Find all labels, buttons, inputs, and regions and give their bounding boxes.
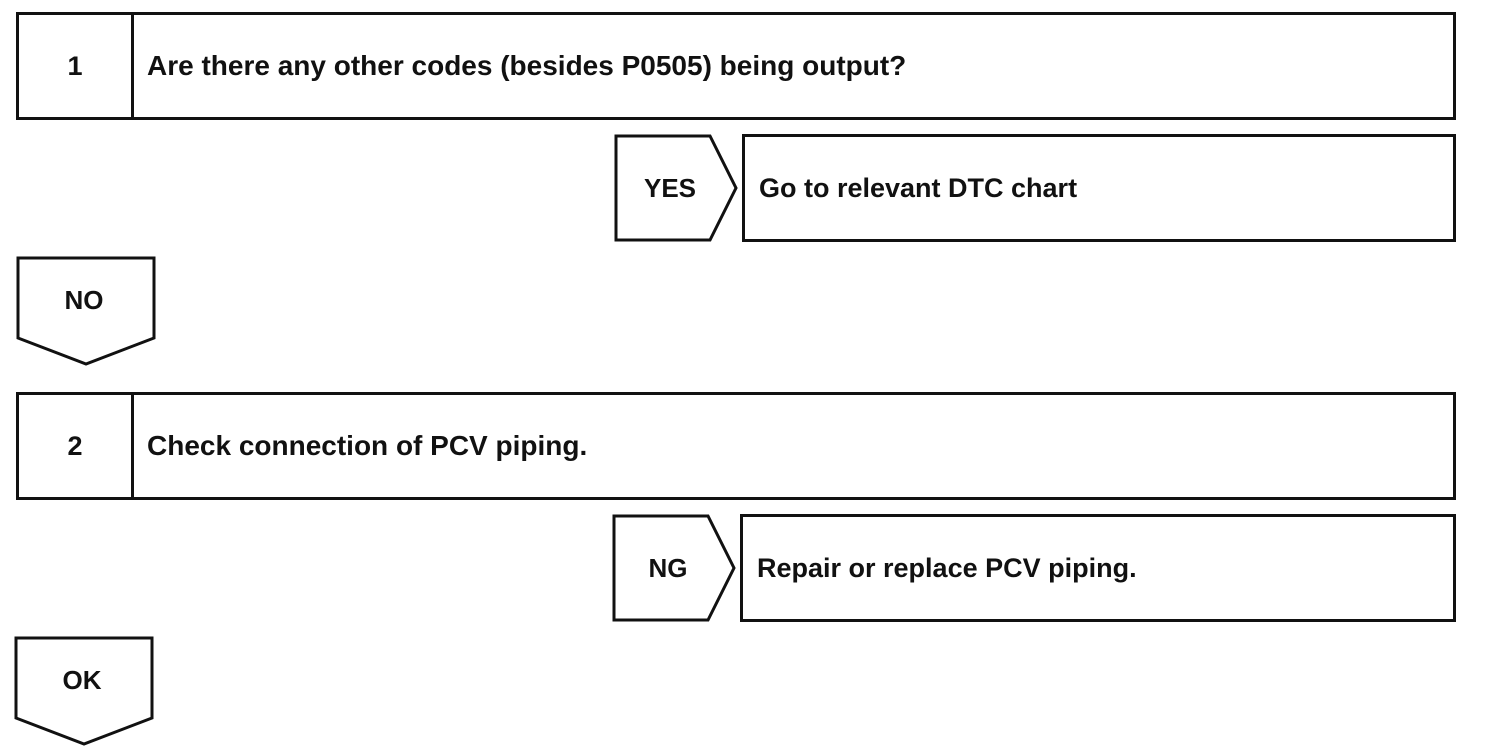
yes-branch-arrow: YES <box>614 134 738 242</box>
ng-result-box: Repair or replace PCV piping. <box>740 514 1456 622</box>
step-1-box: 1 Are there any other codes (besides P05… <box>16 12 1456 120</box>
step-2-box: 2 Check connection of PCV piping. <box>16 392 1456 500</box>
step-2-number: 2 <box>19 395 134 497</box>
ng-branch-label: NG <box>649 553 688 583</box>
no-continue-arrow: NO <box>16 256 156 366</box>
ng-branch-arrow: NG <box>612 514 736 622</box>
step-1-question: Are there any other codes (besides P0505… <box>147 50 907 81</box>
ng-result-text: Repair or replace PCV piping. <box>757 552 1137 583</box>
yes-branch-label: YES <box>644 173 696 203</box>
yes-result-text: Go to relevant DTC chart <box>759 172 1078 203</box>
ok-continue-arrow: OK <box>14 636 154 746</box>
yes-result-box: Go to relevant DTC chart <box>742 134 1456 242</box>
ok-continue-label: OK <box>63 665 102 695</box>
step-2-instruction: Check connection of PCV piping. <box>147 430 588 461</box>
no-continue-label: NO <box>65 285 104 315</box>
step-1-number: 1 <box>19 15 134 117</box>
